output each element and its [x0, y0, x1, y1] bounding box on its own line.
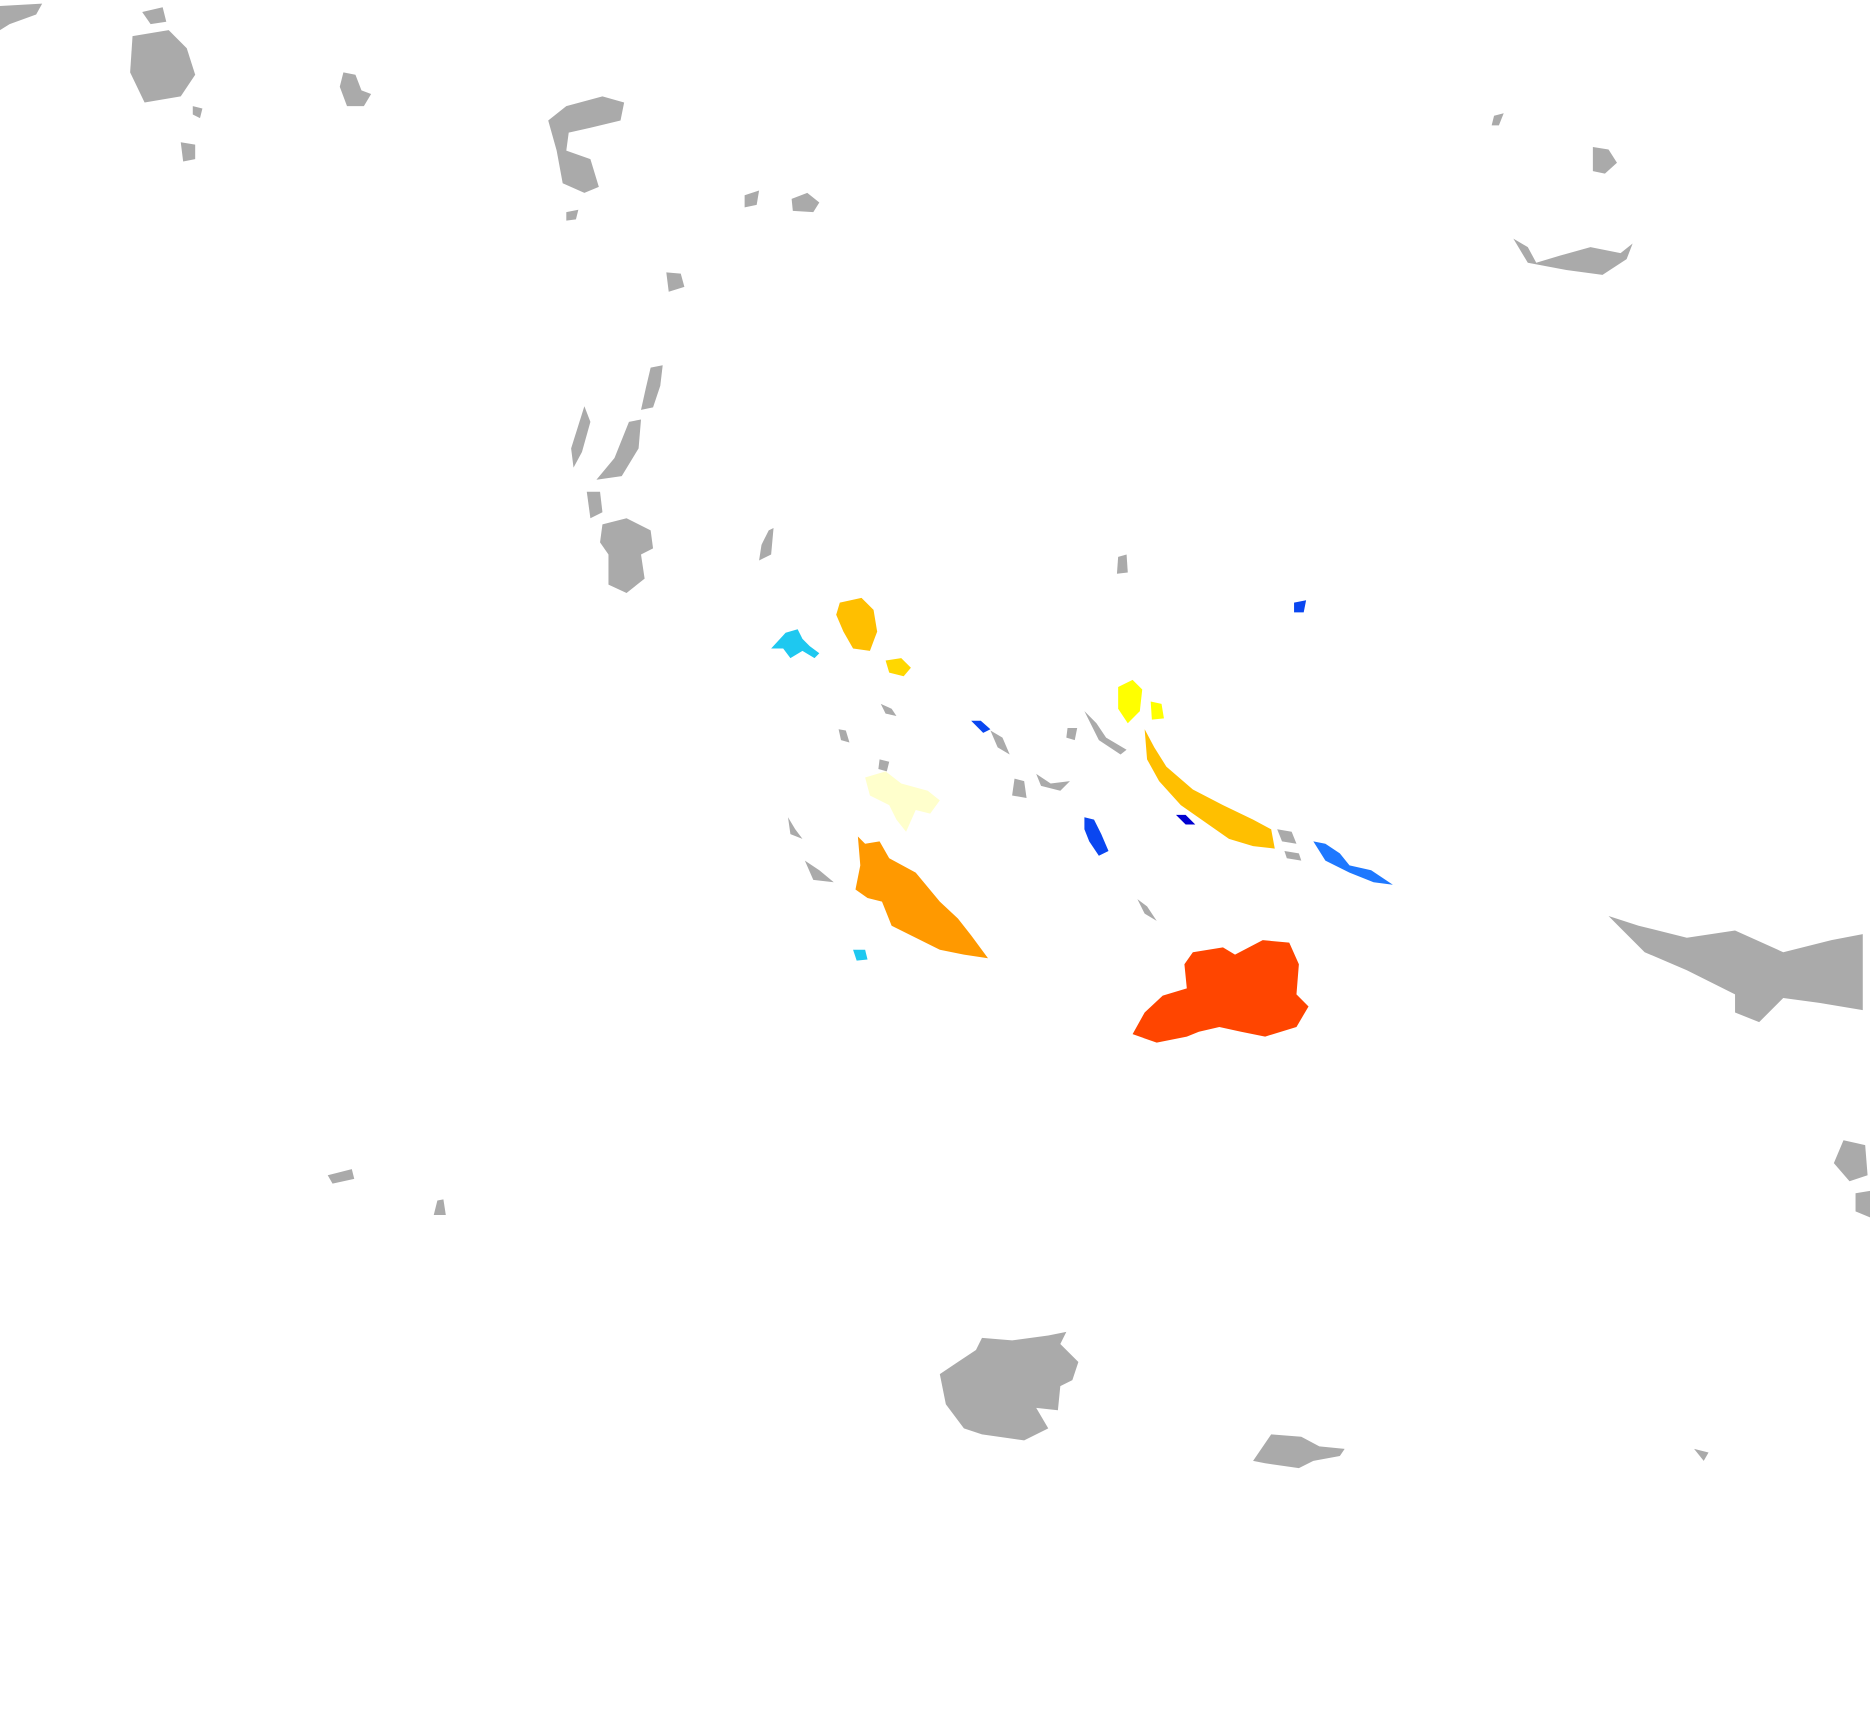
island [791, 192, 820, 213]
island [1592, 147, 1617, 174]
region-red-orange [1132, 940, 1309, 1043]
island [1253, 1434, 1345, 1469]
region-blue [971, 720, 991, 733]
island [1084, 711, 1127, 755]
island [192, 106, 203, 119]
island [1833, 1140, 1868, 1182]
island [433, 1199, 446, 1215]
island [600, 518, 654, 594]
island [339, 72, 372, 107]
region-sky-blue [771, 629, 820, 659]
region-amber [836, 597, 878, 651]
island [641, 365, 663, 410]
island [548, 96, 625, 193]
island [939, 1331, 1079, 1441]
region-amber [1144, 729, 1275, 849]
island [1608, 916, 1863, 1023]
region-yellow-orange [885, 658, 911, 677]
region-azure [1313, 841, 1393, 885]
island [0, 3, 43, 31]
island [838, 729, 850, 743]
island [759, 527, 774, 561]
island [1036, 773, 1070, 791]
island [571, 406, 591, 468]
region-yellow [1118, 679, 1143, 724]
island [327, 1169, 355, 1184]
island [1513, 238, 1633, 275]
region-orange [855, 836, 989, 959]
island [142, 7, 167, 25]
island [130, 30, 196, 103]
region-blue [1084, 817, 1109, 856]
island [596, 419, 642, 480]
island [1137, 899, 1157, 921]
region-pale-yellow [1150, 701, 1164, 720]
island [1116, 554, 1128, 574]
region-dark-blue [1175, 814, 1196, 825]
island [586, 491, 603, 519]
island [1012, 778, 1027, 798]
island [666, 272, 685, 292]
island [788, 817, 803, 839]
region-blue [1294, 600, 1307, 613]
region-sky-blue [853, 949, 868, 961]
island [1066, 728, 1078, 741]
island [990, 730, 1010, 755]
island [1491, 113, 1504, 126]
island [1277, 829, 1297, 844]
island [880, 703, 897, 716]
island [1855, 1190, 1870, 1218]
island [1284, 850, 1302, 861]
island [180, 142, 196, 162]
region-pale-yellow [865, 771, 940, 832]
island [1694, 1448, 1709, 1461]
island [744, 190, 760, 208]
island [878, 759, 890, 772]
island [804, 860, 834, 883]
no-data-islands [0, 3, 1870, 1469]
island [566, 209, 579, 221]
